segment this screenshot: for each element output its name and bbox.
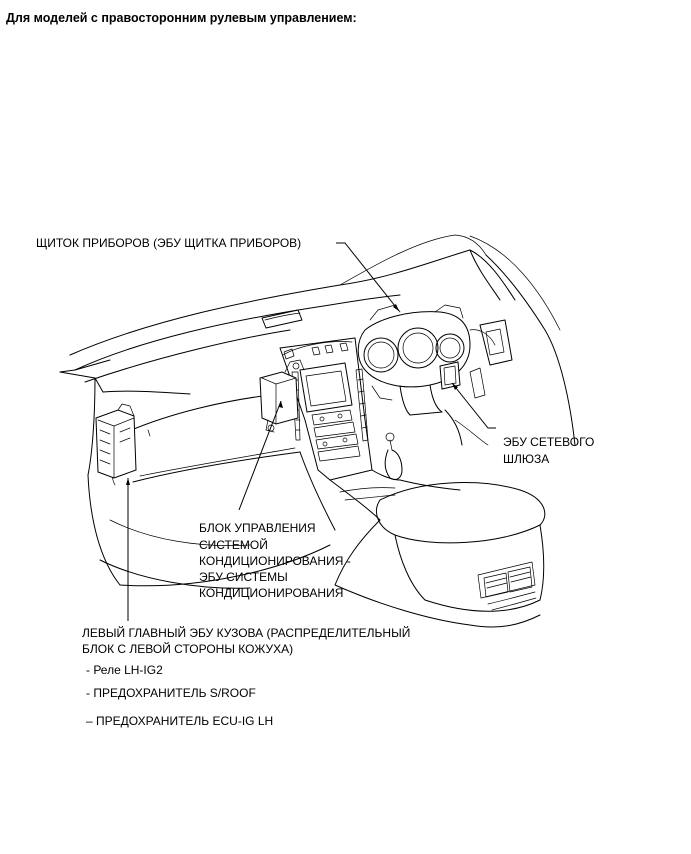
steering-area — [357, 304, 513, 446]
lower-dashboard — [99, 451, 336, 589]
gear-shifter — [329, 432, 461, 521]
gateway-ecu-label-line1: ЭБУ СЕТЕВОГО — [503, 435, 595, 449]
instrument-cluster-label: ЩИТОК ПРИБОРОВ (ЭБУ ЩИТКА ПРИБОРОВ) — [36, 236, 302, 250]
windshield-frame — [69, 234, 576, 446]
fuse-ecu-ig-item: – ПРЕДОХРАНИТЕЛЬ ECU-IG LH — [86, 714, 274, 728]
ac-control-label-line2: СИСТЕМОЙ — [199, 538, 268, 552]
ac-control-label-line5: КОНДИЦИОНИРОВАНИЯ — [199, 586, 344, 600]
gateway-ecu-label-line2: ШЛЮЗА — [503, 452, 550, 466]
relay-item: - Реле LH-IG2 — [86, 663, 163, 677]
main-body-ecu-label-line2: БЛОК С ЛЕВОЙ СТОРОНЫ КОЖУХА) — [82, 642, 294, 656]
ac-control-ecu-box — [259, 359, 305, 433]
fuse-sroof-item: - ПРЕДОХРАНИТЕЛЬ S/ROOF — [86, 686, 256, 700]
ac-control-label-line3: КОНДИЦИОНИРОВАНИЯ - — [199, 554, 351, 568]
main-body-ecu-label-line1: ЛЕВЫЙ ГЛАВНЫЙ ЭБУ КУЗОВА (РАСПРЕДЕЛИТЕЛЬ… — [82, 626, 411, 640]
ac-control-label-line4: ЭБУ СИСТЕМЫ — [199, 570, 288, 584]
main-body-ecu-box — [95, 403, 137, 479]
dashboard-left — [59, 371, 301, 586]
armrest — [334, 482, 546, 628]
leader-lines — [126, 242, 496, 621]
dashboard-top — [59, 294, 401, 383]
gateway-ecu-box — [439, 361, 461, 390]
ac-control-label-line1: БЛОК УПРАВЛЕНИЯ — [199, 521, 316, 535]
page-heading: Для моделей с правосторонним рулевым упр… — [6, 11, 357, 25]
